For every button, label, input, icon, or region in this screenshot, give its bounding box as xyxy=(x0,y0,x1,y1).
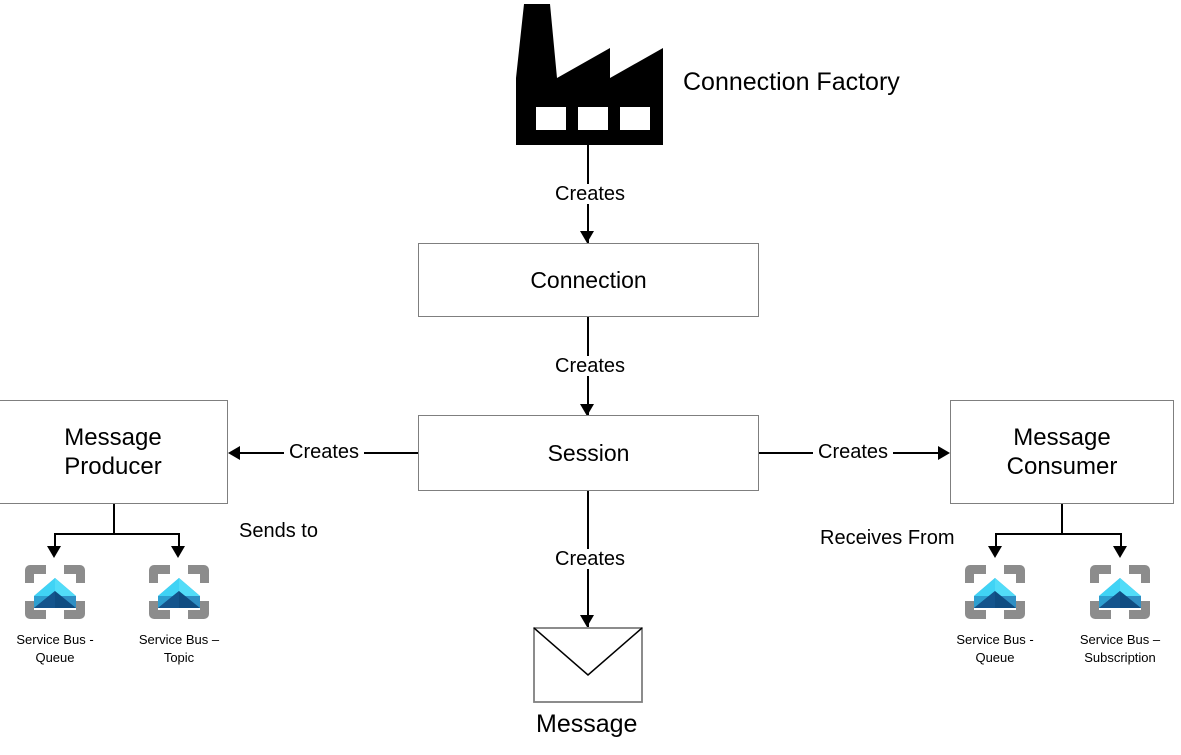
consumer-branch-left-arrowhead xyxy=(988,546,1002,558)
factory-icon xyxy=(510,2,670,150)
edge-session-to-producer-arrowhead xyxy=(228,446,240,460)
producer-branch-right-drop xyxy=(178,533,180,549)
consumer-branch-bar xyxy=(995,533,1121,535)
edge-label-connection-to-session: Creates xyxy=(550,356,631,376)
node-connection[interactable]: Connection xyxy=(418,243,759,317)
node-message-label: Message xyxy=(536,710,638,738)
producer-branch-bar xyxy=(54,533,179,535)
edge-label-session-to-producer: Creates xyxy=(284,442,365,462)
consumer-branch-right-drop xyxy=(1120,533,1122,549)
edge-label-session-to-consumer: Creates xyxy=(813,442,894,462)
producer-branch-left-arrowhead xyxy=(47,546,61,558)
service-bus-subscription-icon xyxy=(1084,556,1156,633)
consumer-branch-right-arrowhead xyxy=(1113,546,1127,558)
edge-connection-to-session-arrowhead xyxy=(580,404,594,416)
producer-branch-stem xyxy=(113,504,115,534)
node-message-consumer[interactable]: Message Consumer xyxy=(950,400,1174,504)
edge-session-to-consumer-arrowhead xyxy=(938,446,950,460)
envelope-icon xyxy=(533,627,643,708)
node-connection-label: Connection xyxy=(530,266,647,293)
edge-label-producer-sends-to: Sends to xyxy=(239,520,318,542)
service-bus-queue-caption: Service Bus - Queue xyxy=(16,632,94,665)
service-bus-queue-icon xyxy=(19,556,91,633)
node-session-label: Session xyxy=(547,439,630,466)
edge-factory-to-connection-arrowhead xyxy=(580,231,594,243)
edge-label-consumer-receives-from: Receives From xyxy=(820,527,955,549)
node-message-producer-label: Message Producer xyxy=(64,423,162,480)
consumer-branch-left-drop xyxy=(995,533,997,549)
service-bus-topic-icon xyxy=(143,556,215,633)
service-bus-queue-caption: Service Bus - Queue xyxy=(956,632,1034,665)
node-message-consumer-label: Message Consumer xyxy=(1006,423,1118,480)
service-bus-topic-caption: Service Bus – Topic xyxy=(138,632,220,665)
producer-branch-right-arrowhead xyxy=(171,546,185,558)
edge-session-to-message-arrowhead xyxy=(580,615,594,627)
consumer-branch-stem xyxy=(1061,504,1063,534)
producer-branch-left-drop xyxy=(54,533,56,549)
node-message-producer[interactable]: Message Producer xyxy=(0,400,228,504)
service-bus-subscription-caption: Service Bus – Subscription xyxy=(1079,632,1161,665)
service-bus-queue-icon xyxy=(959,556,1031,633)
connection-factory-label: Connection Factory xyxy=(683,68,900,96)
edge-label-factory-to-connection: Creates xyxy=(550,184,631,204)
edge-label-session-to-message: Creates xyxy=(550,549,631,569)
node-session[interactable]: Session xyxy=(418,415,759,491)
